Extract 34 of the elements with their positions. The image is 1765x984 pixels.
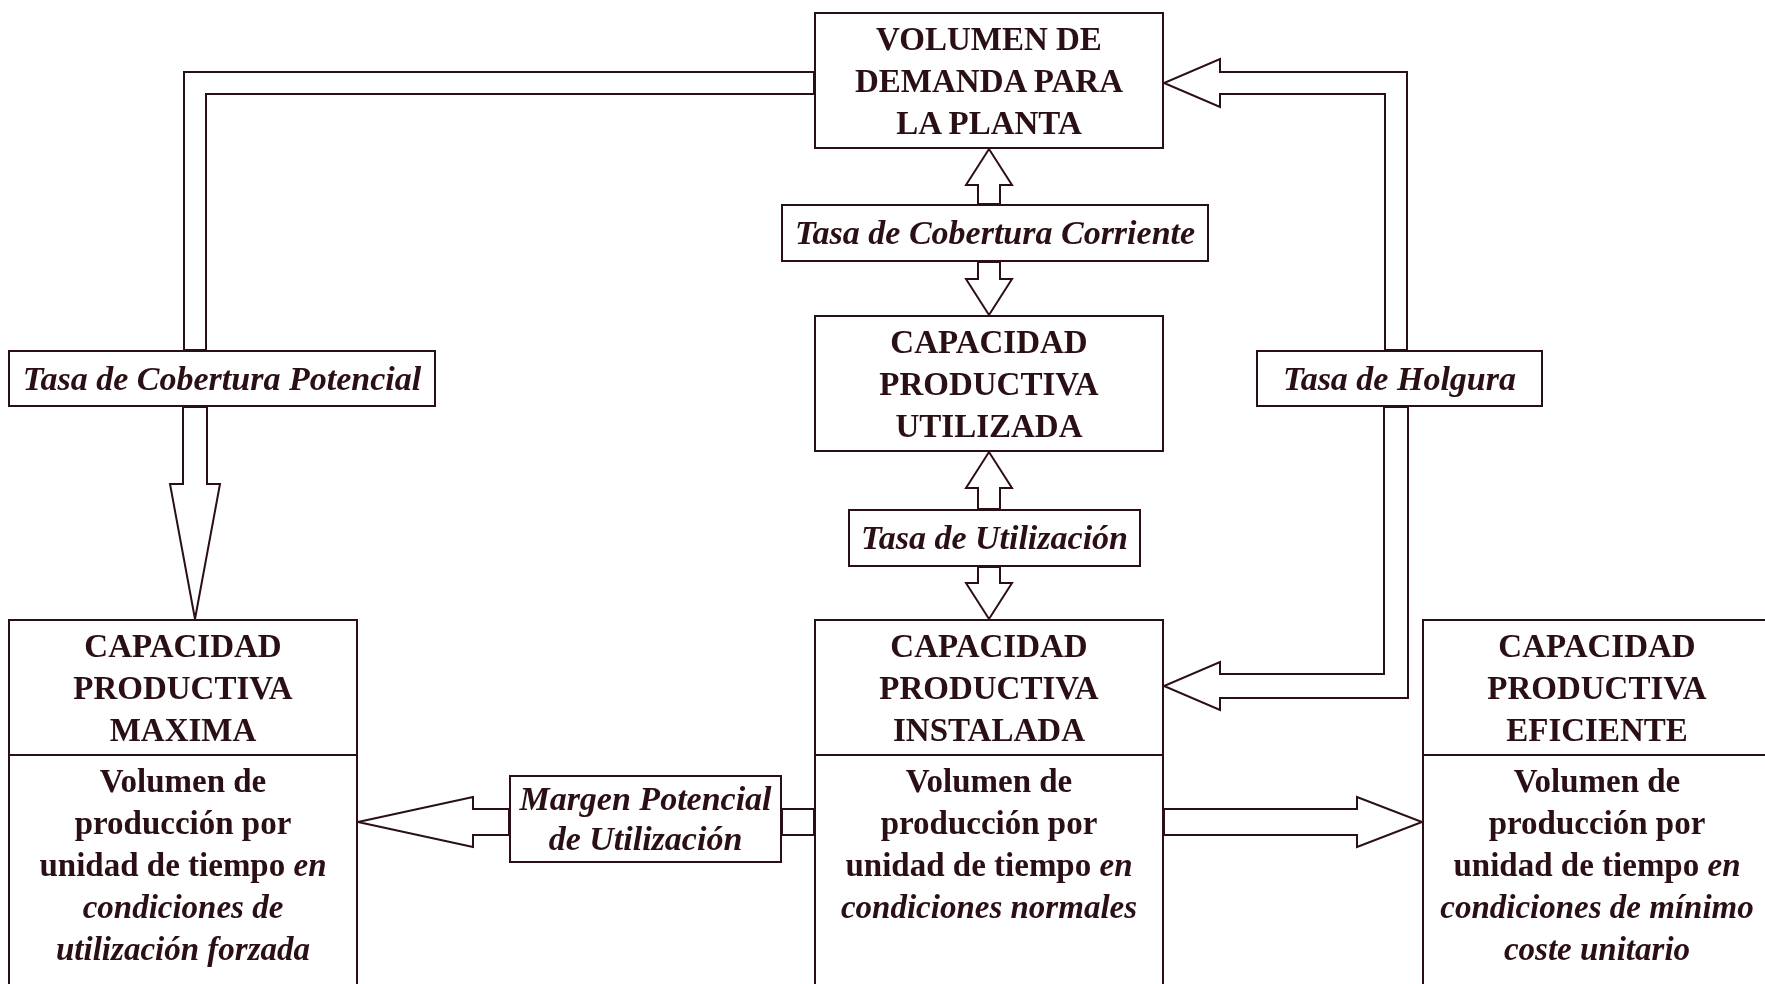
rate-box	[1256, 350, 1543, 407]
block-connector	[183, 71, 815, 351]
concept-box	[814, 619, 1164, 984]
box-description: Volumen de producción por unidad de tiempo en condiciones de mínimo coste unitario	[1439, 762, 1755, 969]
block-arrow	[964, 566, 1014, 621]
block-arrow	[357, 795, 510, 849]
rate-label: Margen Potencial de Utilización	[518, 779, 773, 859]
concept-box	[814, 315, 1164, 452]
block-arrow	[168, 406, 222, 620]
rate-box	[509, 775, 782, 863]
rate-label: Tasa de Holgura	[1282, 359, 1517, 398]
box-description: Volumen de producción por unidad de tiempo en condiciones de utilización forzada	[38, 762, 328, 969]
block-arrow	[1163, 795, 1425, 849]
block-arrow	[964, 450, 1014, 510]
block-arrow	[964, 261, 1014, 317]
concept-box	[8, 619, 358, 984]
box-description: Volumen de producción por unidad de tiempo en condiciones normales	[839, 762, 1139, 927]
block-arrow	[1161, 57, 1408, 351]
block-arrow	[964, 147, 1014, 205]
box-title: CAPACIDAD PRODUCTIVA UTILIZADA	[878, 322, 1100, 446]
rate-box	[781, 204, 1209, 262]
block-arrow	[1161, 406, 1409, 712]
concept-box	[1422, 619, 1765, 984]
rate-box	[848, 509, 1141, 567]
rate-label: Tasa de Cobertura Potencial	[21, 359, 423, 398]
box-heading: CAPACIDAD PRODUCTIVA MAXIMA	[72, 626, 294, 750]
rate-label: Tasa de Utilización	[860, 519, 1129, 557]
rate-label: Tasa de Cobertura Corriente	[793, 214, 1197, 252]
box-title: VOLUMEN DE DEMANDA PARA LA PLANTA	[854, 19, 1124, 143]
box-heading: CAPACIDAD PRODUCTIVA EFICIENTE	[1486, 626, 1708, 750]
box-heading: CAPACIDAD PRODUCTIVA INSTALADA	[878, 626, 1100, 750]
rate-box	[8, 350, 436, 407]
block-connector	[781, 808, 815, 836]
concept-box	[814, 12, 1164, 149]
